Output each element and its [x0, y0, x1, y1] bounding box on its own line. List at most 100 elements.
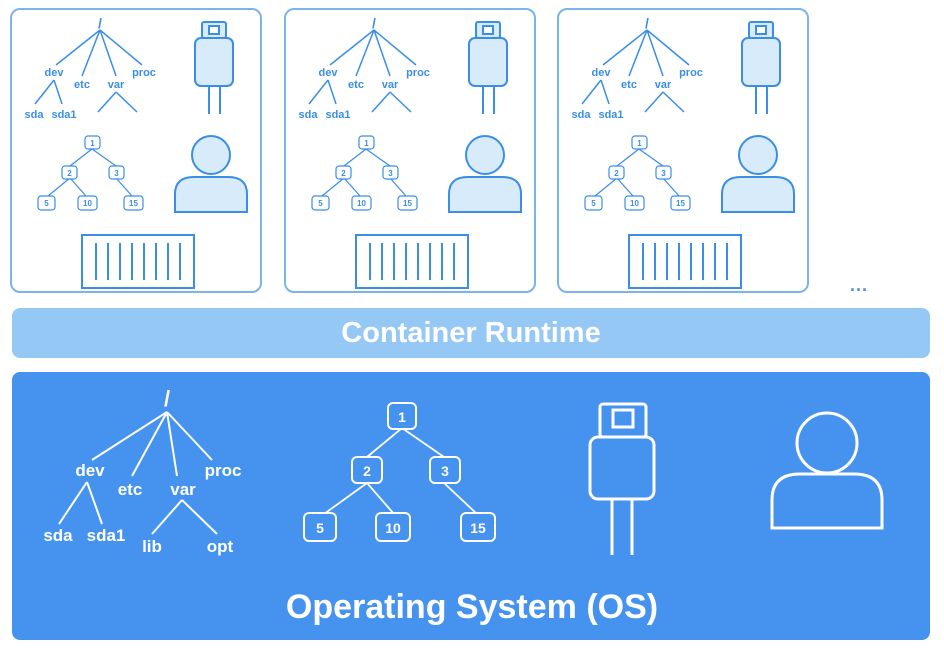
svg-text:10: 10 [83, 199, 92, 208]
svg-text:5: 5 [591, 199, 596, 208]
binary-tree-node-10: 10 [624, 195, 645, 211]
svg-text:15: 15 [470, 520, 486, 536]
binary-tree-node-5: 5 [37, 195, 56, 211]
binary-tree-node-1: 1 [631, 135, 648, 150]
fs-sda1-label: sda1 [598, 109, 623, 121]
os-binary-tree-node-5: 5 [303, 512, 337, 542]
os-filesystem-tree-lines [58, 411, 218, 535]
binary-tree-lines [47, 148, 133, 197]
fs-var-label: var [655, 79, 672, 91]
binary-tree-node-5: 5 [311, 195, 330, 211]
os-binary-tree-node-10: 10 [375, 512, 411, 542]
binary-tree-node-5: 5 [584, 195, 603, 211]
filesystem-tree-lines [308, 29, 417, 113]
fs-sda1-label: sda1 [51, 109, 76, 121]
svg-text:3: 3 [441, 463, 449, 479]
svg-text:15: 15 [129, 199, 138, 208]
binary-tree-node-10: 10 [351, 195, 372, 211]
binary-tree-node-1: 1 [358, 135, 375, 150]
container-box-icon [628, 234, 742, 289]
os-fs-lib-label: lib [142, 537, 162, 556]
os-fs-var-label: var [170, 480, 196, 499]
user-icon [721, 135, 795, 213]
fs-etc-label: etc [74, 79, 90, 91]
os-fs-etc-label: etc [118, 480, 143, 499]
fs-dev-label: dev [45, 67, 65, 79]
binary-tree-node-2: 2 [608, 165, 625, 180]
os-fs-opt-label: opt [207, 537, 234, 556]
fs-proc-label: proc [679, 67, 703, 79]
fs-sda-label: sda [299, 109, 319, 121]
os-fs-sda-label: sda [43, 526, 73, 545]
binary-tree-node-1: 1 [84, 135, 101, 150]
fs-var-label: var [382, 79, 399, 91]
os-binary-tree-node-2: 2 [351, 456, 383, 484]
svg-text:3: 3 [114, 169, 119, 178]
binary-tree-node-15: 15 [123, 195, 144, 211]
os-binary-tree-node-3: 3 [429, 456, 461, 484]
svg-text:1: 1 [90, 139, 95, 148]
container-runtime-bar: Container Runtime [12, 308, 930, 358]
binary-tree-node-3: 3 [108, 165, 125, 180]
fs-proc-label: proc [132, 67, 156, 79]
svg-text:5: 5 [318, 199, 323, 208]
svg-text:1: 1 [364, 139, 369, 148]
os-user-icon [770, 411, 884, 530]
container-box-icon [81, 234, 195, 289]
user-icon [174, 135, 248, 213]
user-icon [448, 135, 522, 213]
container-runtime-label: Container Runtime [341, 316, 601, 349]
os-fs-root-label: / [164, 386, 170, 411]
operating-system-title: Operating System (OS) [285, 588, 659, 626]
container-box-icon [355, 234, 469, 289]
container-3: / dev etc var proc sda sda1 1 2 3 5 10 1… [557, 8, 809, 293]
binary-tree-node-3: 3 [382, 165, 399, 180]
svg-text:1: 1 [398, 409, 406, 425]
svg-text:10: 10 [357, 199, 366, 208]
svg-text:2: 2 [363, 463, 371, 479]
svg-text:2: 2 [341, 169, 346, 178]
os-usb-plug-icon [588, 402, 656, 555]
fs-sda1-label: sda1 [325, 109, 350, 121]
svg-text:2: 2 [67, 169, 72, 178]
svg-text:5: 5 [44, 199, 49, 208]
svg-text:2: 2 [614, 169, 619, 178]
os-fs-dev-label: dev [75, 461, 105, 480]
svg-text:5: 5 [316, 520, 324, 536]
os-binary-tree-lines [323, 427, 478, 515]
binary-tree-node-15: 15 [397, 195, 418, 211]
fs-dev-label: dev [319, 67, 339, 79]
container-2: / dev etc var proc sda sda1 1 2 3 5 10 1… [284, 8, 536, 293]
binary-tree-node-15: 15 [670, 195, 691, 211]
os-binary-tree-node-15: 15 [460, 512, 496, 542]
svg-text:3: 3 [388, 169, 393, 178]
svg-text:10: 10 [385, 520, 401, 536]
usb-plug-icon [468, 21, 508, 114]
fs-root-label: / [372, 15, 376, 31]
svg-text:15: 15 [403, 199, 412, 208]
filesystem-tree-lines [581, 29, 690, 113]
container-1: / dev etc var proc sda sda1 1 2 3 5 10 1… [10, 8, 262, 293]
fs-root-label: / [98, 15, 102, 31]
os-binary-tree-node-1: 1 [387, 402, 417, 430]
fs-etc-label: etc [348, 79, 364, 91]
fs-root-label: / [645, 15, 649, 31]
svg-text:1: 1 [637, 139, 642, 148]
fs-dev-label: dev [592, 67, 612, 79]
os-fs-sda1-label: sda1 [87, 526, 126, 545]
binary-tree-node-10: 10 [77, 195, 98, 211]
more-containers-ellipsis: ... [850, 275, 869, 295]
fs-proc-label: proc [406, 67, 430, 79]
binary-tree-lines [321, 148, 407, 197]
binary-tree-node-2: 2 [61, 165, 78, 180]
binary-tree-node-3: 3 [655, 165, 672, 180]
os-fs-proc-label: proc [205, 461, 242, 480]
svg-text:3: 3 [661, 169, 666, 178]
usb-plug-icon [741, 21, 781, 114]
svg-text:15: 15 [676, 199, 685, 208]
binary-tree-node-2: 2 [335, 165, 352, 180]
fs-etc-label: etc [621, 79, 637, 91]
binary-tree-lines [594, 148, 680, 197]
filesystem-tree-lines [34, 29, 143, 113]
fs-sda-label: sda [572, 109, 592, 121]
